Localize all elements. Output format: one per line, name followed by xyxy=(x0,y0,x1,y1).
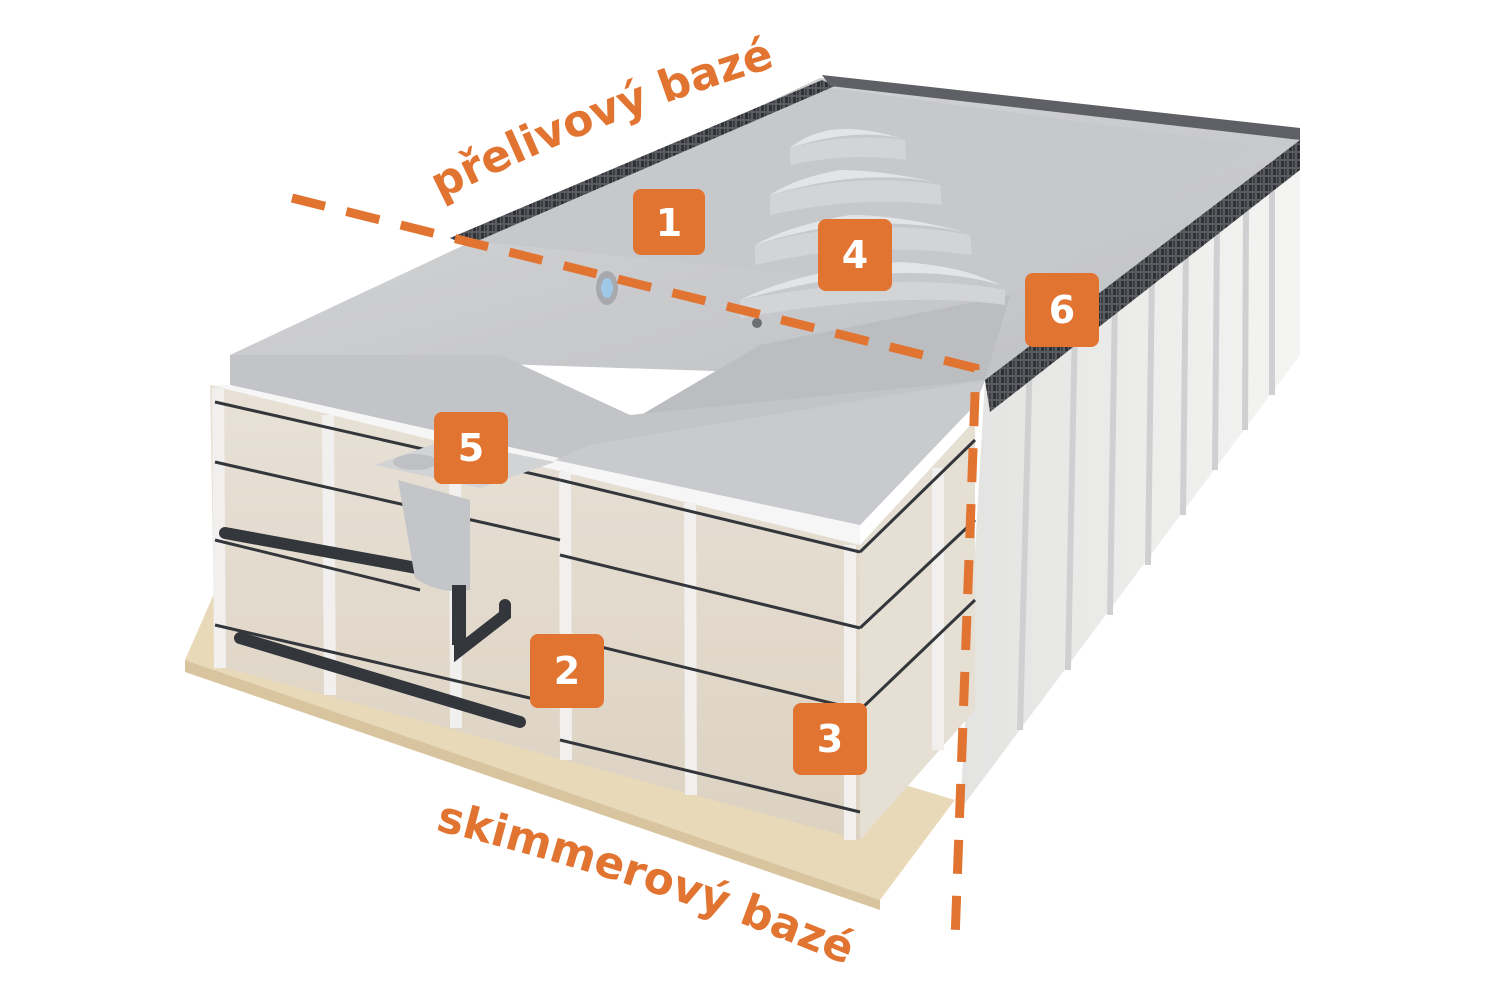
badge-2-text: 2 xyxy=(554,649,580,693)
pool-light-icon xyxy=(596,271,618,305)
badge-6-text: 6 xyxy=(1049,288,1075,332)
badge-5: 5 xyxy=(434,412,508,484)
badge-5-text: 5 xyxy=(458,426,484,470)
badge-3: 3 xyxy=(793,703,867,775)
badge-1-text: 1 xyxy=(656,201,682,245)
jet-nozzle-icon xyxy=(752,318,762,328)
badge-4: 4 xyxy=(818,219,892,291)
divider-dashed-line xyxy=(290,193,980,941)
front-top-panel xyxy=(555,380,985,525)
badge-2: 2 xyxy=(530,634,604,708)
badge-6: 6 xyxy=(1025,273,1099,347)
badge-3-text: 3 xyxy=(817,717,843,761)
badge-4-text: 4 xyxy=(842,233,868,277)
foundation-plate-edge xyxy=(185,660,880,910)
side-wall-ribs xyxy=(1017,191,1275,731)
overflow-rim xyxy=(822,75,1300,140)
overflow-grate-back xyxy=(450,80,835,246)
badge-1: 1 xyxy=(633,189,705,255)
